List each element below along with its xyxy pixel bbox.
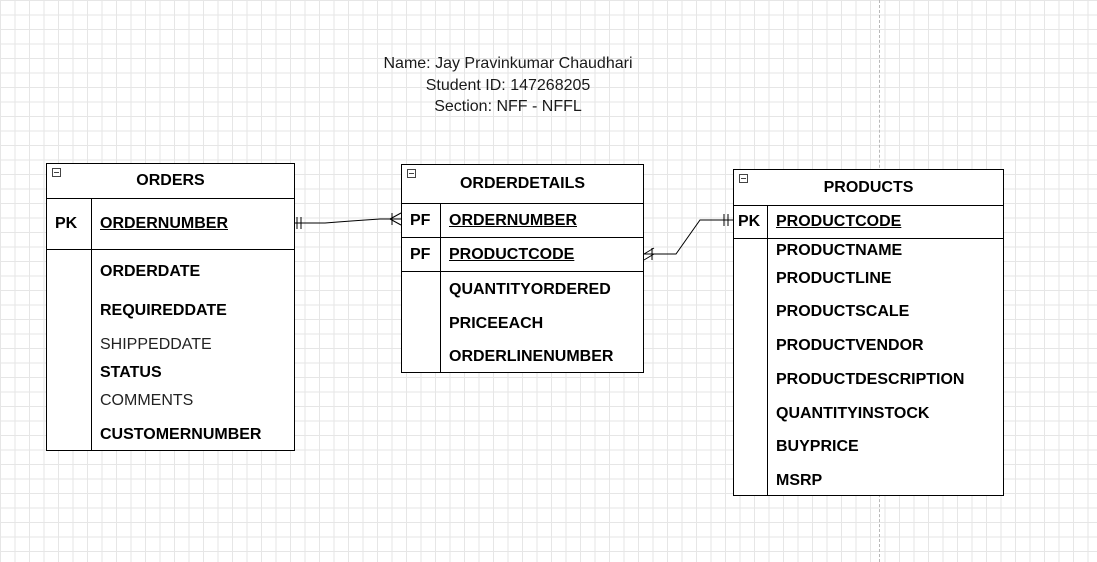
student-id: Student ID: 147268205 <box>425 76 591 94</box>
orders-pk-row[interactable]: PK ORDERNUMBER <box>47 199 294 250</box>
collapse-icon[interactable] <box>739 174 748 183</box>
key-column-divider <box>91 198 92 450</box>
relationship-line[interactable] <box>295 218 401 224</box>
field-buyprice: BUYPRICE <box>776 438 859 455</box>
key-column-divider <box>767 205 768 495</box>
key-label: PK <box>738 213 761 230</box>
field-productline: PRODUCTLINE <box>776 270 892 287</box>
collapse-icon[interactable] <box>52 168 61 177</box>
entity-orderdetails[interactable]: ORDERDETAILS PF ORDERNUMBER PF PRODUCTCO… <box>401 164 644 373</box>
field-row[interactable]: PRODUCTNAME <box>767 237 902 265</box>
field-quantityinstock: QUANTITYINSTOCK <box>776 405 930 422</box>
field-row[interactable]: PRODUCTLINE <box>767 265 892 293</box>
entity-orders-header[interactable]: ORDERS <box>47 164 294 199</box>
field-row[interactable]: CUSTOMERNUMBER <box>91 421 261 449</box>
collapse-icon[interactable] <box>407 169 416 178</box>
field-row[interactable]: REQUIREDDATE <box>91 297 227 325</box>
field-row[interactable]: PRODUCTSCALE <box>767 298 909 326</box>
field-ordernumber: ORDERNUMBER <box>449 211 577 229</box>
field-requireddate: REQUIREDDATE <box>100 302 227 319</box>
field-row[interactable]: SHIPPEDDATE <box>91 331 212 359</box>
field-productname: PRODUCTNAME <box>776 242 903 259</box>
field-productscale: PRODUCTSCALE <box>776 303 910 320</box>
student-section: Section: NFF - NFFL <box>434 98 582 115</box>
key-label: PF <box>410 211 431 229</box>
products-pk-row[interactable]: PK PRODUCTCODE <box>734 206 1003 239</box>
field-row[interactable]: QUANTITYORDERED <box>440 276 611 304</box>
field-row[interactable]: COMMENTS <box>91 387 193 415</box>
field-shippeddate: SHIPPEDDATE <box>100 336 212 353</box>
field-row[interactable]: STATUS <box>91 359 162 387</box>
relationship-orders-orderdetails[interactable] <box>295 212 402 229</box>
field-priceeach: PRICEEACH <box>449 315 544 332</box>
relationship-orderdetails-products[interactable] <box>643 214 733 261</box>
entity-products-title: PRODUCTS <box>823 178 914 196</box>
key-label: PK <box>55 215 78 232</box>
field-row[interactable]: PRODUCTVENDOR <box>767 332 924 360</box>
field-ordernumber: ORDERNUMBER <box>100 215 228 232</box>
entity-orderdetails-header[interactable]: ORDERDETAILS <box>402 165 643 204</box>
entity-products-header[interactable]: PRODUCTS <box>734 170 1003 206</box>
field-row[interactable]: BUYPRICE <box>767 433 859 461</box>
field-comments: COMMENTS <box>100 392 194 409</box>
field-orderlinenumber: ORDERLINENUMBER <box>449 348 614 365</box>
field-msrp: MSRP <box>776 472 823 489</box>
field-quantityordered: QUANTITYORDERED <box>449 281 611 298</box>
key-label: PF <box>410 245 431 263</box>
field-row[interactable]: PRODUCTDESCRIPTION <box>767 366 964 394</box>
field-productcode: PRODUCTCODE <box>449 245 575 263</box>
field-row[interactable]: MSRP <box>767 467 822 495</box>
field-status: STATUS <box>100 364 162 381</box>
field-orderdate: ORDERDATE <box>100 263 201 280</box>
student-name: Name: Jay Pravinkumar Chaudhari <box>383 55 633 72</box>
field-productdescription: PRODUCTDESCRIPTION <box>776 371 965 388</box>
field-customernumber: CUSTOMERNUMBER <box>100 426 262 443</box>
field-row[interactable]: ORDERLINENUMBER <box>440 343 613 371</box>
student-caption: Name: Jay Pravinkumar Chaudhari Student … <box>308 53 708 118</box>
entity-products[interactable]: PRODUCTS PK PRODUCTCODE PRODUCTNAME PROD… <box>733 169 1004 496</box>
orderdetails-pf-row-1[interactable]: PF ORDERNUMBER <box>402 204 643 238</box>
field-row[interactable]: ORDERDATE <box>91 258 200 286</box>
key-column-divider <box>440 203 441 372</box>
entity-orders-title: ORDERS <box>136 172 205 189</box>
relationship-line[interactable] <box>644 219 733 255</box>
field-row[interactable]: PRICEEACH <box>440 310 543 338</box>
entity-orders[interactable]: ORDERS PK ORDERNUMBER ORDERDATE REQUIRED… <box>46 163 295 451</box>
field-productcode: PRODUCTCODE <box>776 213 902 230</box>
field-row[interactable]: QUANTITYINSTOCK <box>767 400 929 428</box>
field-productvendor: PRODUCTVENDOR <box>776 337 924 354</box>
orderdetails-pf-row-2[interactable]: PF PRODUCTCODE <box>402 238 643 272</box>
entity-orderdetails-title: ORDERDETAILS <box>459 175 586 192</box>
